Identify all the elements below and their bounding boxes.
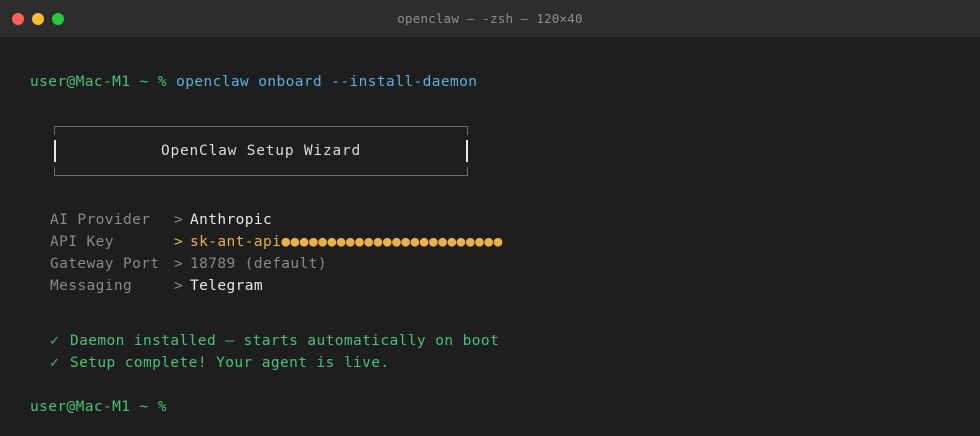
config-row-api-key: API Key > sk-ant-api●●●●●●●●●●●●●●●●●●●●●●… xyxy=(0,231,980,253)
config-value-api-key-mask: ●●●●●●●●●●●●●●●●●●●●●●●● xyxy=(281,234,503,250)
spacer-after-command2 xyxy=(0,115,980,126)
setup-wizard-box: OpenClaw Setup Wizard xyxy=(54,126,468,176)
final-prompt-line: user@Mac-M1 ~ % xyxy=(0,396,980,418)
spacer-after-config2 xyxy=(0,319,980,330)
shell-prompt: user@Mac-M1 ~ % xyxy=(30,74,177,90)
config-value-api-key: sk-ant-api xyxy=(190,234,282,250)
config-row-messaging: Messaging > Telegram xyxy=(0,275,980,297)
config-arrow-gateway-port: > xyxy=(174,256,184,272)
box-left-bar xyxy=(54,140,56,162)
status-text-complete: Setup complete! Your agent is live. xyxy=(70,355,390,371)
spacer-after-command xyxy=(0,93,980,115)
box-right-bar xyxy=(466,140,468,162)
config-value-messaging: Telegram xyxy=(190,278,264,294)
box-top-rule xyxy=(54,126,468,127)
config-arrow-ai-provider: > xyxy=(174,212,184,228)
config-row-gateway-port: Gateway Port >18789 (default) xyxy=(0,253,980,275)
spacer-after-config xyxy=(0,297,980,319)
check-icon: ✓ xyxy=(50,333,60,349)
terminal-body[interactable]: user@Mac-M1 ~ % openclaw onboard --insta… xyxy=(0,38,980,418)
check-icon: ✓ xyxy=(50,355,60,371)
zoom-button[interactable] xyxy=(52,12,64,25)
config-value-gateway-port: 18789 (default) xyxy=(190,256,327,272)
setup-wizard-title: OpenClaw Setup Wizard xyxy=(160,143,362,159)
shell-command: openclaw onboard --install-daemon xyxy=(176,74,478,90)
traffic-light-group xyxy=(12,0,64,37)
box-bottom-rule xyxy=(54,175,468,176)
config-label-ai-provider: AI Provider xyxy=(50,212,151,228)
box-corner-bottom-right xyxy=(467,167,468,176)
config-arrow-messaging: > xyxy=(174,278,184,294)
config-value-ai-provider: Anthropic xyxy=(190,212,273,228)
status-line-complete: ✓ Setup complete! Your agent is live. xyxy=(0,352,980,374)
config-arrow-api-key: > xyxy=(174,234,184,250)
minimize-button[interactable] xyxy=(32,12,44,25)
close-button[interactable] xyxy=(12,12,24,25)
config-label-api-key: API Key xyxy=(50,234,114,250)
status-text-daemon: Daemon installed — starts automatically … xyxy=(70,333,500,349)
command-line: user@Mac-M1 ~ % openclaw onboard --insta… xyxy=(0,71,980,93)
box-corner-top-right xyxy=(467,126,468,135)
spacer-top2 xyxy=(0,60,980,71)
spacer-after-box2 xyxy=(0,198,980,209)
shell-prompt-final: user@Mac-M1 ~ % xyxy=(30,399,167,415)
box-corner-bottom-left xyxy=(54,167,55,176)
config-row-ai-provider: AI Provider > Anthropic xyxy=(0,209,980,231)
window-title: openclaw — -zsh — 120×40 xyxy=(397,11,583,26)
box-corner-top-left xyxy=(54,126,55,135)
window-titlebar: openclaw — -zsh — 120×40 xyxy=(0,0,980,38)
spacer-after-box xyxy=(0,176,980,198)
spacer-after-status xyxy=(0,374,980,396)
config-label-gateway-port: Gateway Port xyxy=(50,256,160,272)
spacer-top xyxy=(0,38,980,60)
status-line-daemon: ✓ Daemon installed — starts automatically… xyxy=(0,330,980,352)
config-label-messaging: Messaging xyxy=(50,278,133,294)
